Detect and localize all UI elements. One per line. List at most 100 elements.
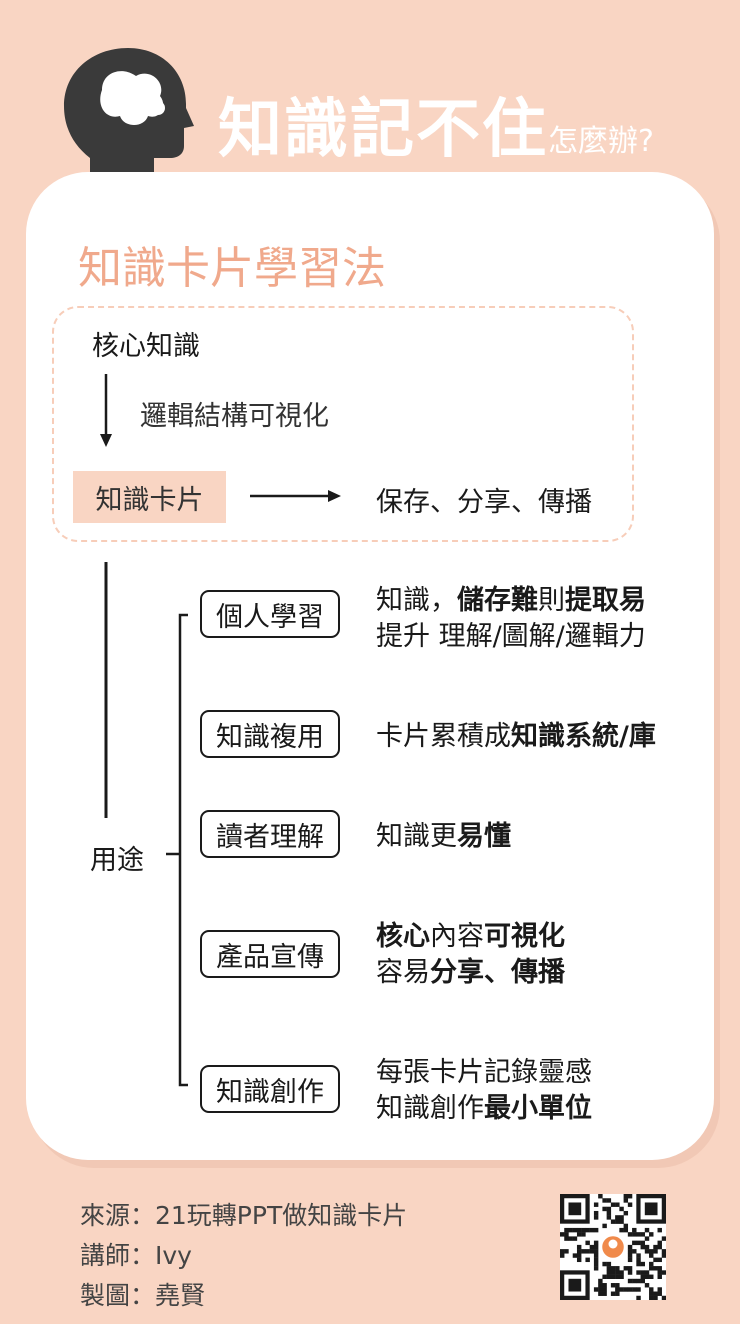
use-description-segment: 知識系統/庫: [511, 721, 656, 752]
use-description-segment: 卡片累積成: [376, 721, 511, 752]
qr-module: [593, 1266, 599, 1271]
qr-module: [598, 1287, 603, 1292]
uses-label: 用途: [90, 845, 144, 876]
qr-module: [615, 1287, 620, 1292]
qr-module: [657, 1287, 662, 1292]
teacher-credit: 講師：Ivy: [80, 1241, 192, 1270]
qr-module: [564, 1249, 569, 1254]
qr-module: [661, 1253, 666, 1258]
qr-module: [627, 1232, 633, 1237]
qr-module: [657, 1270, 662, 1275]
qr-module: [644, 1283, 650, 1288]
qr-module: [606, 1198, 612, 1203]
qr-module: [627, 1194, 633, 1199]
use-description-line: 每張卡片記錄靈感: [376, 1050, 592, 1089]
main-title-text: 知識記不住: [218, 93, 548, 167]
qr-module: [585, 1249, 590, 1254]
qr-module: [623, 1287, 629, 1292]
qr-module: [598, 1194, 603, 1199]
main-subtitle: 怎麼辦?: [548, 124, 654, 159]
qr-module: [602, 1223, 607, 1229]
qr-module: [576, 1232, 582, 1237]
use-pill: 產品宣傳: [200, 930, 340, 978]
qr-module: [593, 1240, 599, 1246]
qr-module: [653, 1244, 658, 1250]
qr-module: [602, 1287, 607, 1292]
use-description-segment: 提升 理解/圖解/邏輯力: [376, 621, 646, 652]
qr-module: [644, 1227, 650, 1233]
qr-finder: [568, 1278, 582, 1292]
qr-module: [560, 1253, 565, 1258]
qr-module: [657, 1244, 662, 1250]
qr-module: [560, 1232, 565, 1237]
use-description-segment: 知識創作: [376, 1093, 484, 1124]
qr-module: [636, 1287, 641, 1292]
qr-module: [657, 1227, 662, 1233]
qr-module: [636, 1253, 641, 1258]
qr-module: [581, 1249, 586, 1254]
qr-module: [572, 1236, 578, 1241]
qr-module: [619, 1206, 624, 1212]
qr-module: [564, 1227, 569, 1233]
qr-module: [572, 1227, 578, 1233]
qr-module: [644, 1244, 650, 1250]
qr-module: [610, 1266, 616, 1271]
qr-module: [606, 1215, 612, 1220]
use-description-line: 容易分享、傳播: [376, 950, 565, 989]
qr-module: [627, 1202, 633, 1207]
qr-module: [649, 1253, 654, 1258]
qr-module: [657, 1291, 662, 1296]
qr-module: [568, 1227, 573, 1233]
qr-module: [636, 1270, 641, 1275]
qr-module: [649, 1287, 654, 1292]
qr-module: [632, 1249, 637, 1254]
qr-module: [619, 1270, 624, 1275]
qr-module: [593, 1249, 599, 1254]
qr-module: [636, 1278, 641, 1284]
qr-module: [644, 1236, 650, 1241]
head-brain-icon: [64, 48, 194, 193]
main-title: 知識記不住怎麼辦?: [218, 78, 654, 170]
use-description-line: 核心內容可視化: [376, 914, 565, 953]
qr-module: [627, 1266, 633, 1271]
use-description-segment: 則: [538, 585, 565, 616]
qr-module: [593, 1287, 599, 1292]
qr-module: [627, 1257, 633, 1263]
qr-module: [627, 1287, 633, 1292]
qr-module: [627, 1253, 633, 1258]
qr-module: [649, 1295, 654, 1300]
qr-module: [593, 1257, 599, 1263]
use-description-segment: 最小單位: [484, 1093, 592, 1124]
qr-module: [606, 1266, 612, 1271]
use-description-line: 提升 理解/圖解/邏輯力: [376, 614, 646, 653]
qr-module: [636, 1257, 641, 1263]
result-label: 保存、分享、傳播: [376, 487, 592, 518]
qr-module: [564, 1236, 569, 1241]
qr-module: [610, 1291, 616, 1296]
qr-module: [610, 1219, 616, 1224]
qr-module: [576, 1244, 582, 1250]
qr-module: [615, 1266, 620, 1271]
qr-module: [627, 1278, 633, 1284]
qr-module: [627, 1249, 633, 1254]
qr-module: [602, 1283, 607, 1288]
qr-module: [632, 1278, 637, 1284]
qr-module: [615, 1202, 620, 1207]
qr-module: [602, 1261, 607, 1267]
qr-code-icon[interactable]: [560, 1194, 666, 1300]
core-knowledge-label: 核心知識: [92, 331, 200, 362]
qr-module: [602, 1198, 607, 1203]
qr-module: [576, 1249, 582, 1254]
qr-module: [623, 1223, 629, 1229]
qr-module: [593, 1253, 599, 1258]
qr-module: [593, 1261, 599, 1267]
use-description-segment: 內容: [430, 921, 484, 952]
qr-module: [572, 1253, 578, 1258]
knowledge-card-tag: 知識卡片: [73, 471, 226, 523]
qr-module: [593, 1215, 599, 1220]
qr-module: [640, 1261, 645, 1267]
qr-logo-face: [608, 1239, 618, 1249]
qr-module: [610, 1270, 616, 1275]
use-description-segment: 儲存難: [457, 585, 538, 616]
